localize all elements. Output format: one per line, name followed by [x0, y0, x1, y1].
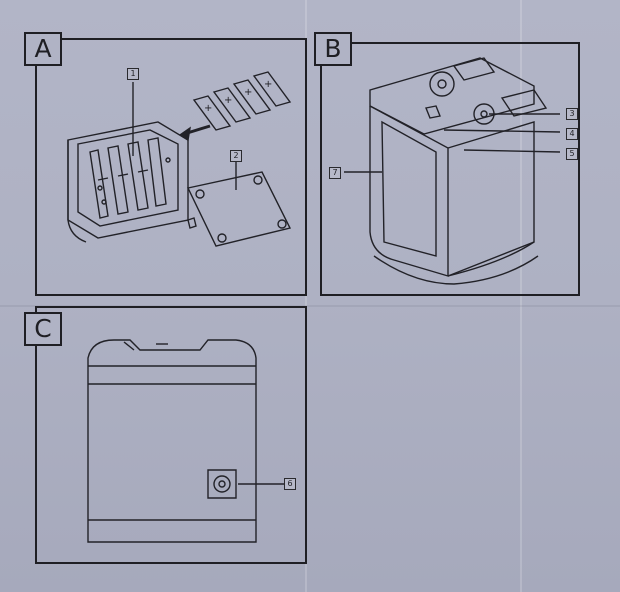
callout-1: 1 [127, 68, 139, 80]
scanner-top-illustration [344, 57, 561, 285]
fold-line [520, 0, 522, 592]
panel-a-label: A [24, 32, 62, 66]
battery-plus-symbol: + [244, 87, 253, 98]
callout-5: 5 [566, 148, 578, 160]
battery-plus-symbol: + [224, 95, 233, 106]
battery-plus-symbol: + [204, 103, 213, 114]
panel-a [35, 38, 307, 296]
panel-c [35, 306, 307, 564]
panel-c-label: C [24, 312, 62, 346]
battery-plus-symbol: + [264, 79, 273, 90]
callout-4: 4 [566, 128, 578, 140]
callout-2: 2 [230, 150, 242, 162]
fold-line [0, 305, 620, 307]
callout-3: 3 [566, 108, 578, 120]
panel-b [320, 42, 580, 296]
panel-b-label: B [314, 32, 352, 66]
scanner-back-illustration [87, 339, 292, 543]
callout-7: 7 [329, 167, 341, 179]
callout-6: 6 [284, 478, 296, 490]
fold-line [305, 0, 307, 592]
battery-compartment-illustration [67, 71, 292, 247]
